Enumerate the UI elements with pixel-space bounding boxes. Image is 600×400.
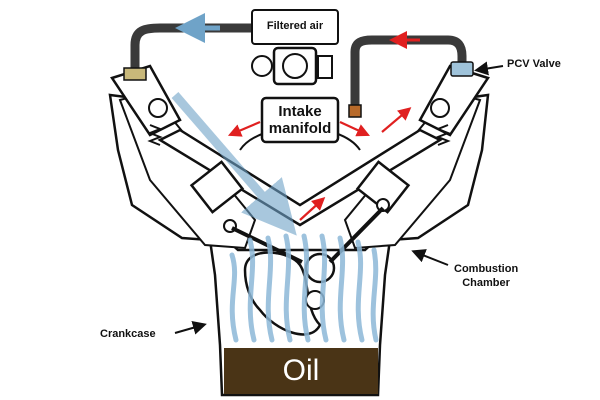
blowby-vapour xyxy=(229,233,379,343)
intake-label-line2: manifold xyxy=(268,120,332,137)
callout-arrows xyxy=(174,61,504,335)
pcv-valve-label: PCV Valve xyxy=(507,58,561,70)
right-piston xyxy=(355,160,411,214)
crankcase-label: Crankcase xyxy=(100,328,156,340)
intake-manifold-label: Intake manifold xyxy=(262,103,338,137)
intake-label-line1: Intake xyxy=(278,103,322,120)
intake-manifold-body xyxy=(157,128,443,227)
right-connecting-rod xyxy=(328,206,385,264)
pcv-valve-body xyxy=(450,61,474,77)
filtered-air-hose xyxy=(130,23,262,72)
filtered-air-label: Filtered air xyxy=(266,20,324,32)
crankshaft xyxy=(243,251,336,336)
combustion-chamber-label: Combustion Chamber xyxy=(454,262,518,290)
oil-pan xyxy=(224,348,378,394)
combustion-label-line1: Combustion xyxy=(454,263,519,275)
left-piston xyxy=(189,160,245,233)
vapour-flow-arrows xyxy=(227,107,412,221)
air-cleaner-housing xyxy=(251,9,340,144)
right-valve-spring xyxy=(430,98,451,146)
left-valve-spring xyxy=(147,98,168,146)
pcv-connector xyxy=(348,104,362,118)
filter-connector xyxy=(123,67,147,81)
fresh-air-flow xyxy=(171,92,297,236)
oil-label: Oil xyxy=(282,354,320,387)
combustion-label-line2: Chamber xyxy=(462,277,510,289)
